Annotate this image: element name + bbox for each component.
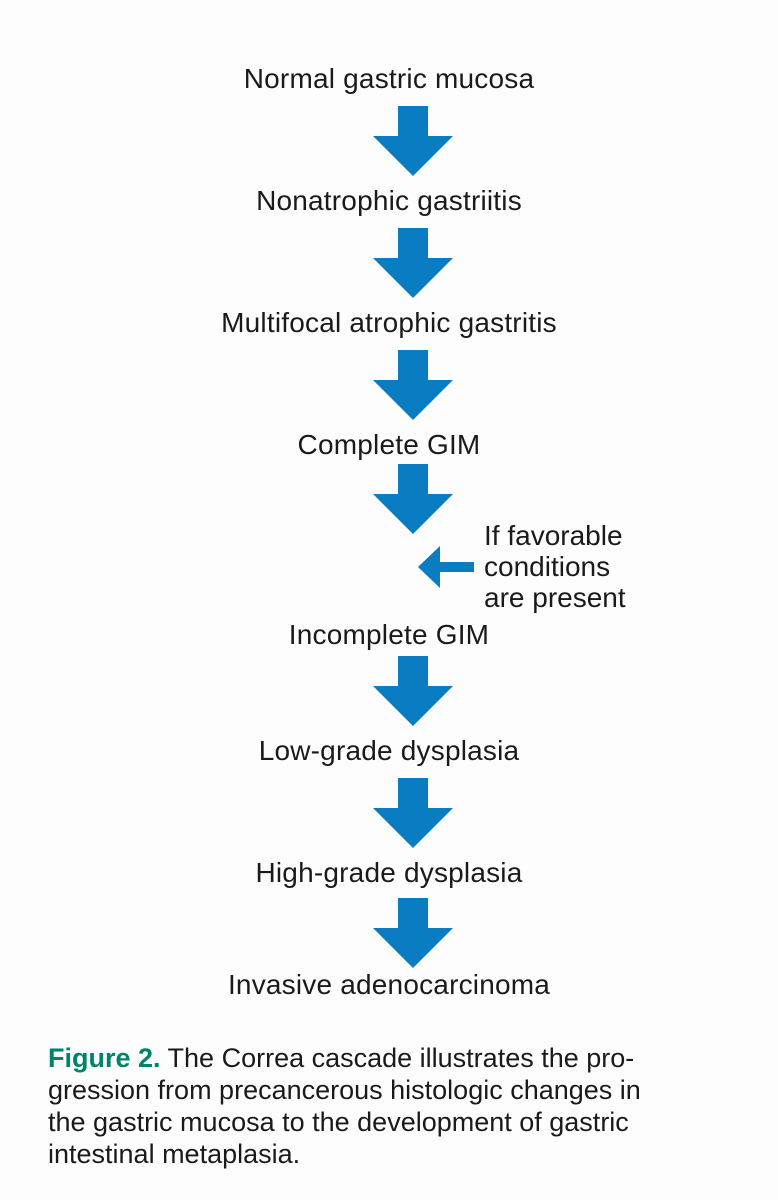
stage-invasive-adenocarcinoma: Invasive adenocarcinoma: [227, 969, 551, 1000]
down-arrow-icon: [373, 464, 453, 534]
down-arrow-icon: [373, 898, 453, 968]
caption-text: The Correa cascade illustrates the pro-: [160, 1043, 635, 1073]
note-line: are present: [484, 582, 626, 613]
stage-normal-gastric-mucosa: Normal gastric mucosa: [243, 63, 535, 94]
left-arrow-icon: [418, 546, 474, 588]
note-line: conditions: [484, 551, 611, 582]
caption-line-1: Figure 2. The Correa cascade illustrates…: [48, 1042, 748, 1074]
down-arrow-icon: [373, 106, 453, 176]
caption-line-4: intestinal metaplasia.: [48, 1139, 301, 1169]
stage-high-grade-dysplasia: High-grade dysplasia: [255, 857, 523, 888]
stage-multifocal-atrophic-gastritis: Multifocal atrophic gastritis: [221, 307, 557, 338]
favorable-conditions-note: If favorable conditions are present: [484, 520, 724, 613]
figure-label: Figure 2.: [48, 1043, 161, 1073]
stage-nonatrophic-gastritis: Nonatrophic gastriitis: [256, 185, 522, 216]
note-line: If favorable: [484, 520, 623, 551]
down-arrow-icon: [373, 656, 453, 726]
stage-low-grade-dysplasia: Low-grade dysplasia: [258, 735, 520, 766]
caption-line-3: the gastric mucosa to the development of…: [48, 1107, 629, 1137]
caption-line-2: gression from precancerous histologic ch…: [48, 1075, 641, 1105]
down-arrow-icon: [373, 228, 453, 298]
down-arrow-icon: [373, 778, 453, 848]
stage-incomplete-gim: Incomplete GIM: [288, 619, 490, 650]
down-arrow-icon: [373, 350, 453, 420]
figure-caption: Figure 2. The Correa cascade illustrates…: [48, 1042, 748, 1170]
stage-complete-gim: Complete GIM: [297, 429, 481, 460]
